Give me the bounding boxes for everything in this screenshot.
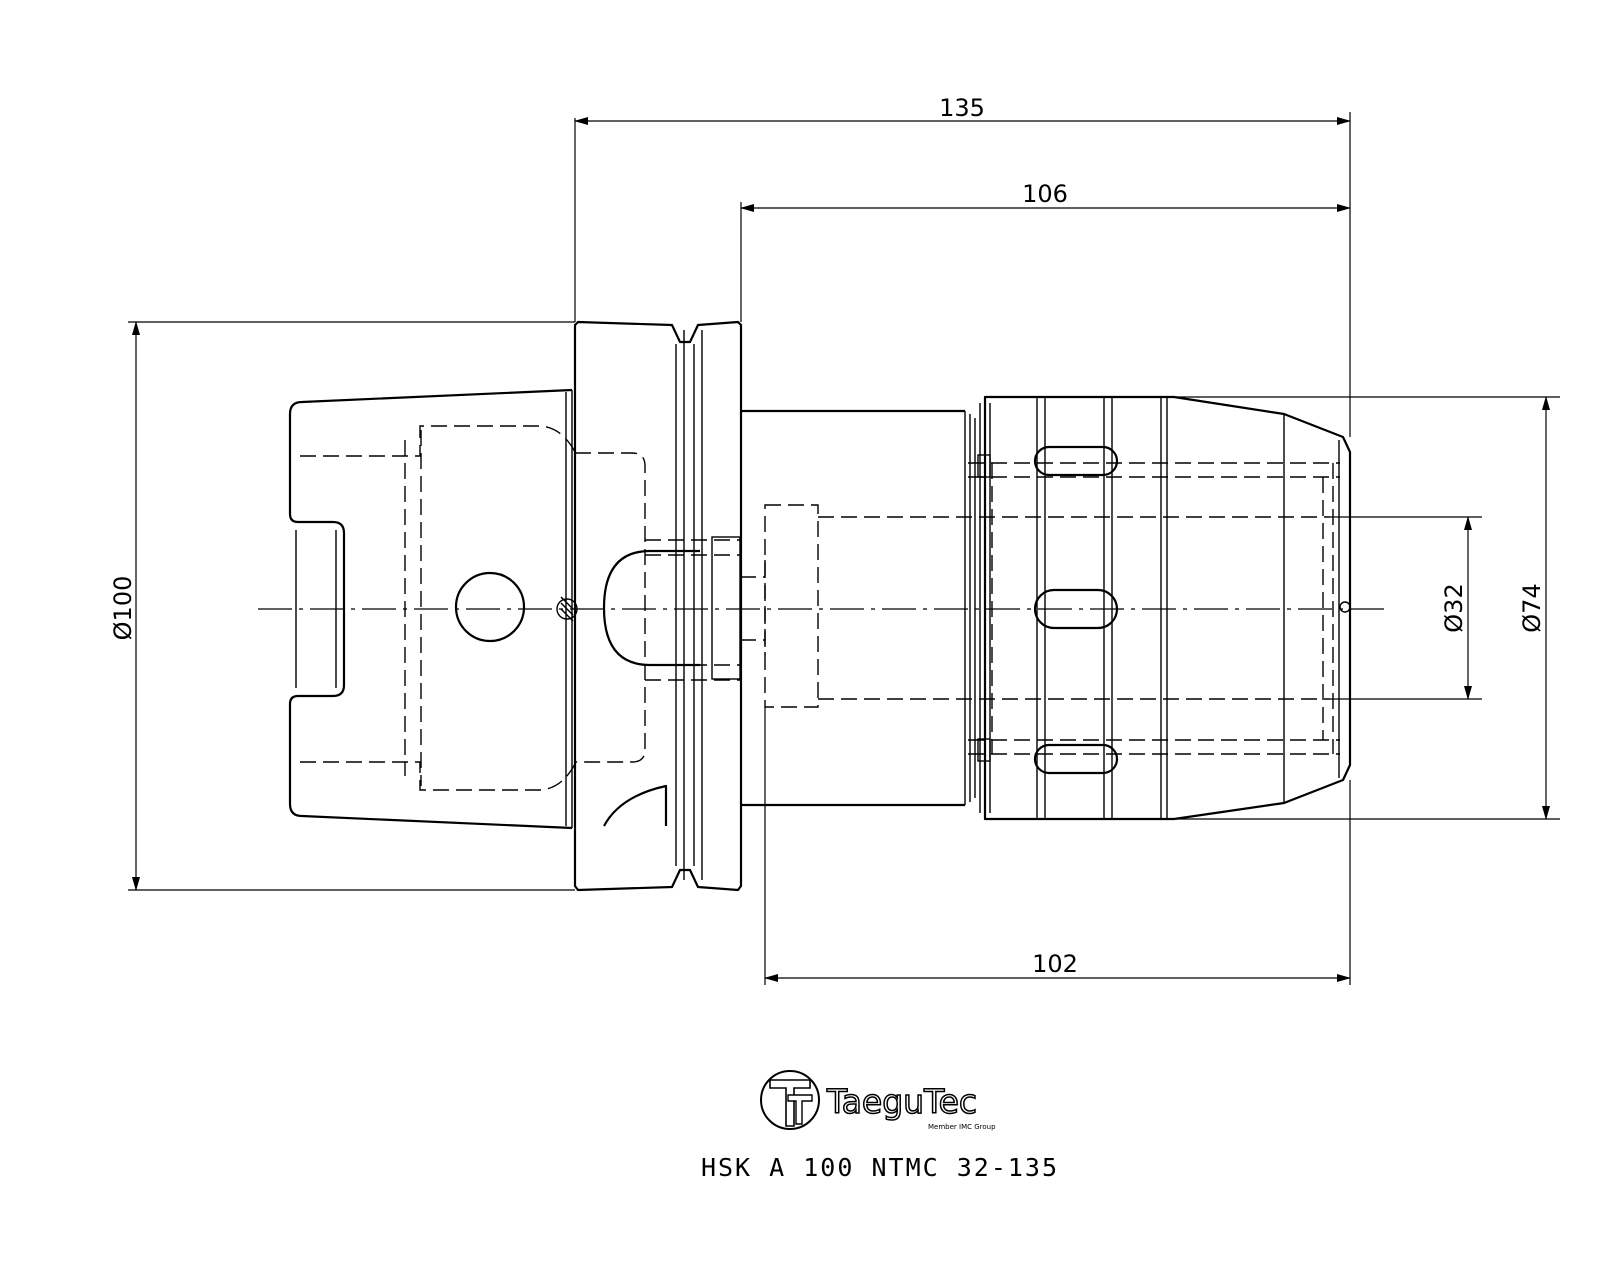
logo-emblem-icon [760, 1070, 820, 1130]
dim-bore-diameter: Ø32 [1440, 583, 1468, 632]
dim-overall-length: 135 [939, 94, 985, 122]
logo-brand-text: TaeguTec [826, 1082, 977, 1121]
part-number: HSK A 100 NTMC 32-135 [701, 1153, 1059, 1182]
logo-tagline: Member IMC Group [928, 1123, 996, 1131]
wrench-slot-bottom [1033, 743, 1119, 775]
body-cylinder [740, 409, 1330, 807]
hsk-taper-shank [288, 388, 740, 830]
flange [573, 320, 743, 892]
cross-hole [454, 571, 526, 643]
dim-nut-diameter: Ø74 [1518, 583, 1546, 632]
dim-nut-length: 102 [1032, 950, 1078, 978]
taegutec-logo: TaeguTec Member IMC Group [760, 1070, 996, 1131]
dim-body-length: 106 [1022, 180, 1068, 208]
wrench-slot-top [1033, 445, 1119, 477]
wrench-slot-middle [1033, 588, 1119, 630]
dim-flange-diameter: Ø100 [109, 576, 137, 641]
clamping-nut [968, 395, 1352, 821]
set-screw [556, 598, 578, 620]
